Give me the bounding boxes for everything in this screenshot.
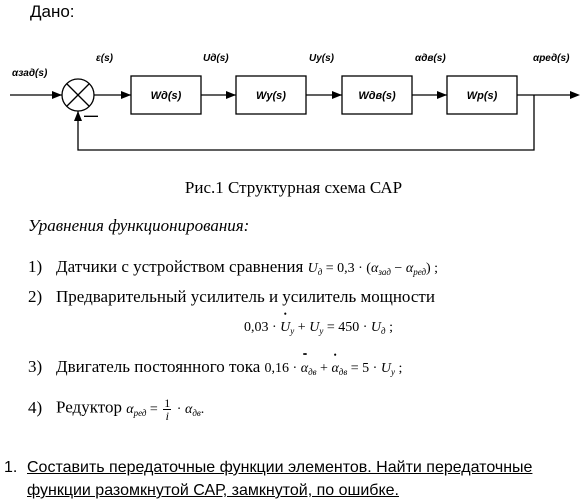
given-label: Дано: [30, 2, 75, 21]
equation-item-1: 1) Датчики с устройством сравнения Uд = 0… [28, 257, 438, 277]
block-wdv-label: Wдв(s) [358, 90, 396, 102]
summing-cross-b [66, 83, 90, 107]
item-number: 1) [28, 257, 43, 276]
task-text: Составить передаточные функции элементов… [27, 459, 533, 499]
arrow-feedback [74, 111, 82, 121]
equation-item-2: 2) Предварительный усилитель и усилитель … [28, 287, 435, 307]
input-signal-label: αзад(s) [12, 68, 48, 79]
item-number: 3) [28, 357, 43, 376]
item-number: 4) [28, 397, 43, 417]
figure-caption: Рис.1 Структурная схема САР [184, 178, 403, 197]
error-signal-label: ε(s) [96, 53, 114, 64]
signal-uu-label: Uу(s) [309, 53, 335, 64]
arrow-output [570, 91, 580, 99]
arrow-input [52, 91, 62, 99]
block-wd-label: Wд(s) [151, 90, 182, 102]
arrow-wr [437, 91, 447, 99]
equation-item-3: 3) Двигатель постоянного тока 0,16 · αдв … [28, 357, 402, 377]
feedback-sign: — [84, 107, 98, 123]
formula-1: Uд = 0,3 · (αзад − αред) ; [307, 261, 439, 277]
formula-2: 0,03 · Uу + Uу = 450 · Uд ; [244, 320, 393, 336]
signal-ud-label: Uд(s) [203, 53, 229, 64]
equations-heading: Уравнения функционирования: [28, 216, 250, 235]
item-text: Двигатель постоянного тока [56, 357, 261, 376]
item-text: Предварительный усилитель и усилитель мо… [56, 287, 435, 306]
block-wu-label: Wу(s) [256, 90, 286, 102]
block-diagram: αзад(s) ε(s) — Wд(s) Wу(s) Wдв(s) Wр(s) … [10, 53, 580, 151]
arrow-wu [226, 91, 236, 99]
signal-ared-label: αред(s) [533, 53, 570, 64]
signal-adv-label: αдв(s) [415, 53, 446, 64]
formula-3: 0,16 · αдв + αдв = 5 · Uу ; [265, 361, 403, 377]
item-text: Датчики с устройством сравнения [56, 257, 304, 276]
task-number: 1. [4, 459, 18, 476]
arrow-wdv [332, 91, 342, 99]
item-text: Редуктор [56, 397, 122, 417]
arrow-wd [121, 91, 131, 99]
block-wr-label: Wр(s) [467, 90, 498, 102]
item-number: 2) [28, 287, 43, 306]
feedback-line [77, 95, 535, 151]
